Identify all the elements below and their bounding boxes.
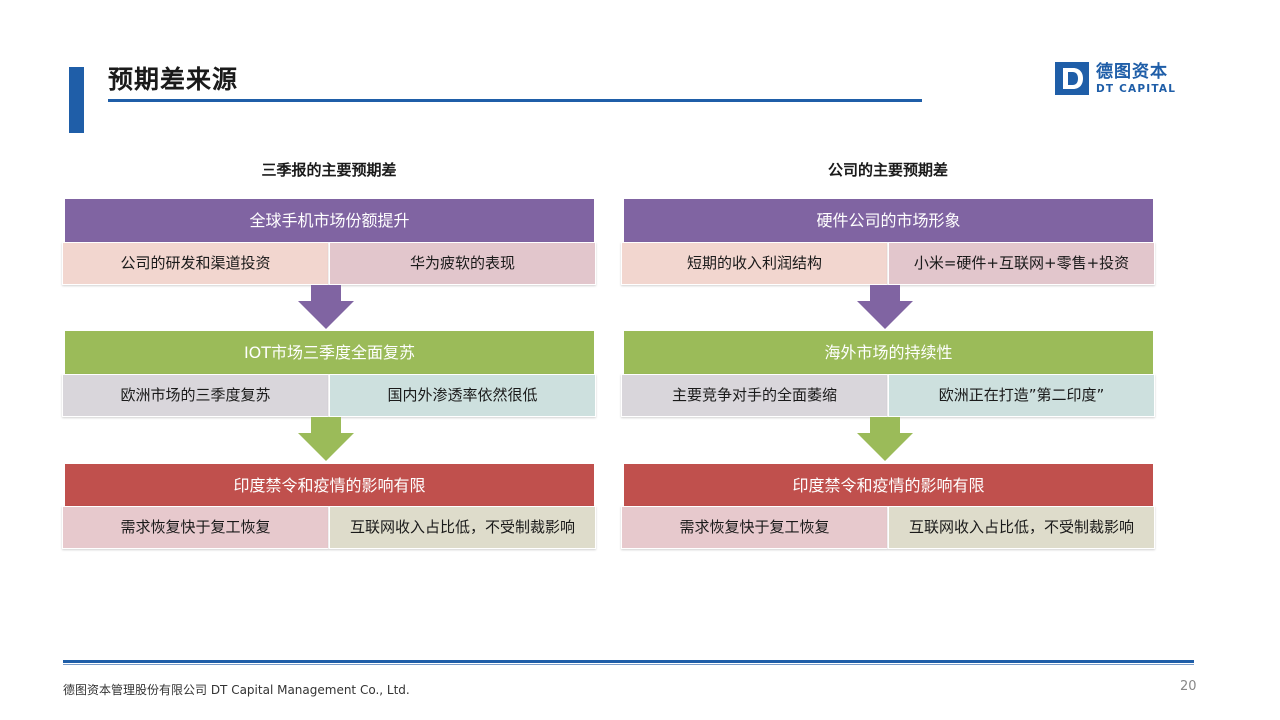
left-block-1-item-1: 公司的研发和渠道投资 bbox=[62, 242, 329, 285]
footer-company: 德图资本管理股份有限公司 DT Capital Management Co., … bbox=[63, 683, 410, 697]
page-title: 预期差来源 bbox=[108, 65, 239, 94]
right-column-title: 公司的主要预期差 bbox=[827, 161, 948, 179]
left-block-2-row: 欧洲市场的三季度复苏 国内外渗透率依然很低 bbox=[62, 374, 596, 417]
logo-d-icon bbox=[1055, 62, 1089, 95]
left-block-2-header: IOT市场三季度全面复苏 bbox=[65, 331, 594, 374]
logo-name-en: DT CAPITAL bbox=[1096, 83, 1177, 95]
left-block-3-item-2: 互联网收入占比低，不受制裁影响 bbox=[329, 506, 596, 549]
right-block-1-item-1: 短期的收入利润结构 bbox=[621, 242, 888, 285]
right-block-2-row: 主要竞争对手的全面萎缩 欧洲正在打造”第二印度” bbox=[621, 374, 1155, 417]
right-block-1-header: 硬件公司的市场形象 bbox=[624, 199, 1153, 242]
down-arrow-icon bbox=[298, 417, 354, 461]
down-arrow-icon bbox=[298, 285, 354, 329]
title-accent-bar bbox=[69, 67, 84, 133]
title-underline bbox=[108, 99, 922, 102]
left-block-1-row: 公司的研发和渠道投资 华为疲软的表现 bbox=[62, 242, 596, 285]
footer-rule-thin bbox=[63, 664, 1194, 665]
right-block-2-header: 海外市场的持续性 bbox=[624, 331, 1153, 374]
left-column-title: 三季报的主要预期差 bbox=[261, 161, 397, 179]
right-block-3-item-1: 需求恢复快于复工恢复 bbox=[621, 506, 888, 549]
page-number: 20 bbox=[1180, 679, 1197, 694]
right-block-2-item-2: 欧洲正在打造”第二印度” bbox=[888, 374, 1155, 417]
down-arrow-icon bbox=[857, 285, 913, 329]
right-block-1-item-2: 小米=硬件+互联网+零售+投资 bbox=[888, 242, 1155, 285]
right-block-2-item-1: 主要竞争对手的全面萎缩 bbox=[621, 374, 888, 417]
left-block-1-header: 全球手机市场份额提升 bbox=[65, 199, 594, 242]
right-block-3-header: 印度禁令和疫情的影响有限 bbox=[624, 464, 1153, 507]
logo-name-cn: 德图资本 bbox=[1096, 62, 1168, 82]
left-block-3-header: 印度禁令和疫情的影响有限 bbox=[65, 464, 594, 507]
left-block-3-row: 需求恢复快于复工恢复 互联网收入占比低，不受制裁影响 bbox=[62, 506, 596, 549]
left-block-2-item-2: 国内外渗透率依然很低 bbox=[329, 374, 596, 417]
right-block-3-row: 需求恢复快于复工恢复 互联网收入占比低，不受制裁影响 bbox=[621, 506, 1155, 549]
right-block-3-item-2: 互联网收入占比低，不受制裁影响 bbox=[888, 506, 1155, 549]
company-logo: 德图资本 DT CAPITAL bbox=[1055, 62, 1185, 98]
right-block-1-row: 短期的收入利润结构 小米=硬件+互联网+零售+投资 bbox=[621, 242, 1155, 285]
left-block-3-item-1: 需求恢复快于复工恢复 bbox=[62, 506, 329, 549]
down-arrow-icon bbox=[857, 417, 913, 461]
left-block-1-item-2: 华为疲软的表现 bbox=[329, 242, 596, 285]
left-block-2-item-1: 欧洲市场的三季度复苏 bbox=[62, 374, 329, 417]
footer-rule bbox=[63, 660, 1194, 663]
